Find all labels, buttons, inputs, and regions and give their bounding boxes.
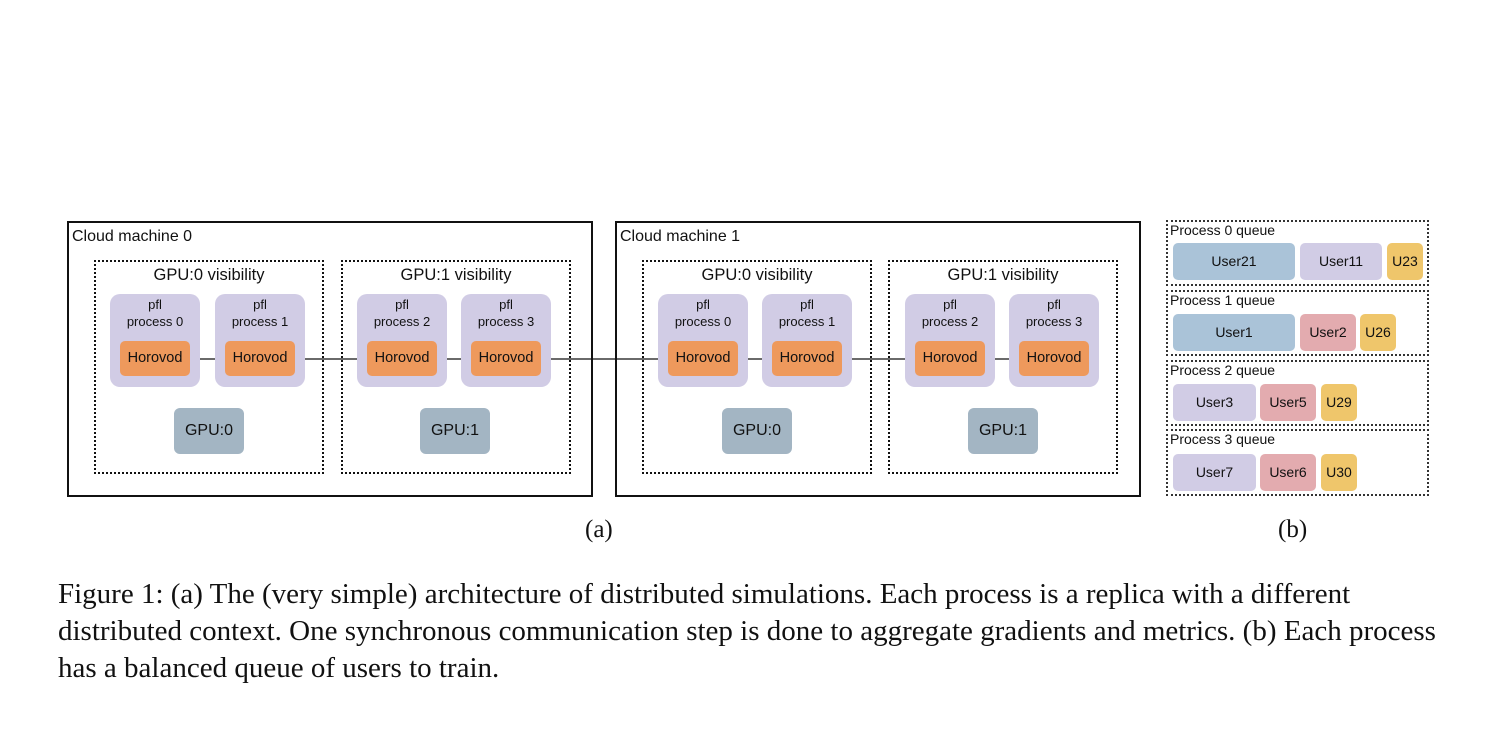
process-label-id: process 2 bbox=[373, 314, 431, 329]
gpu-block: GPU:0 bbox=[174, 408, 244, 454]
horovod-block: Horovod bbox=[1019, 341, 1089, 376]
process-label-id: process 1 bbox=[778, 314, 836, 329]
user-block: U30 bbox=[1321, 454, 1357, 491]
gpu-visibility-box: GPU:0 visibility bbox=[642, 260, 872, 474]
process-label-id: process 2 bbox=[921, 314, 979, 329]
user-block: User5 bbox=[1260, 384, 1316, 421]
process-label-id: process 0 bbox=[674, 314, 732, 329]
user-block: User6 bbox=[1260, 454, 1316, 491]
pfl-process: pfl process 1 Horovod bbox=[215, 294, 305, 387]
gpu-visibility-box: GPU:1 visibility bbox=[888, 260, 1118, 474]
subfigure-label-b: (b) bbox=[1278, 516, 1308, 543]
process-label-id: process 0 bbox=[126, 314, 184, 329]
user-block: User11 bbox=[1300, 243, 1382, 280]
pfl-process: pfl process 3 Horovod bbox=[1009, 294, 1099, 387]
user-block: User3 bbox=[1173, 384, 1256, 421]
process-label-pfl: pfl bbox=[1047, 297, 1061, 312]
process-queue-0: Process 0 queue User21 User11 U23 bbox=[1166, 220, 1429, 286]
horovod-block: Horovod bbox=[471, 341, 541, 376]
horovod-block: Horovod bbox=[668, 341, 738, 376]
pfl-process: pfl process 2 Horovod bbox=[357, 294, 447, 387]
gpu-visibility-title: GPU:1 visibility bbox=[947, 266, 1059, 284]
process-label-pfl: pfl bbox=[253, 297, 267, 312]
queue-title: Process 2 queue bbox=[1170, 362, 1276, 378]
process-label-id: process 3 bbox=[477, 314, 535, 329]
process-label-pfl: pfl bbox=[696, 297, 710, 312]
horovod-block: Horovod bbox=[225, 341, 295, 376]
process-label-pfl: pfl bbox=[148, 297, 162, 312]
horovod-block: Horovod bbox=[772, 341, 842, 376]
process-label-pfl: pfl bbox=[943, 297, 957, 312]
user-block: User21 bbox=[1173, 243, 1295, 280]
machine-title: Cloud machine 1 bbox=[620, 228, 741, 245]
process-label-pfl: pfl bbox=[800, 297, 814, 312]
process-queue-1: Process 1 queue User1 User2 U26 bbox=[1166, 290, 1429, 356]
gpu-block: GPU:1 bbox=[420, 408, 490, 454]
user-block: User1 bbox=[1173, 314, 1295, 351]
gpu-block: GPU:1 bbox=[968, 408, 1038, 454]
machine-title: Cloud machine 0 bbox=[72, 228, 193, 245]
queue-title: Process 1 queue bbox=[1170, 292, 1276, 308]
user-block: U29 bbox=[1321, 384, 1357, 421]
process-label-pfl: pfl bbox=[499, 297, 513, 312]
pfl-process: pfl process 0 Horovod bbox=[658, 294, 748, 387]
process-label-id: process 1 bbox=[231, 314, 289, 329]
cloud-machine-1: Cloud machine 1 bbox=[615, 221, 1141, 497]
gpu-visibility-title: GPU:1 visibility bbox=[400, 266, 512, 284]
pfl-process: pfl process 1 Horovod bbox=[762, 294, 852, 387]
horovod-block: Horovod bbox=[120, 341, 190, 376]
gpu-visibility-title: GPU:0 visibility bbox=[153, 266, 265, 284]
horovod-block: Horovod bbox=[367, 341, 437, 376]
gpu-visibility-box: GPU:1 visibility bbox=[341, 260, 571, 474]
horovod-block: Horovod bbox=[915, 341, 985, 376]
subfigure-label-a: (a) bbox=[585, 516, 613, 543]
queue-title: Process 3 queue bbox=[1170, 431, 1276, 447]
gpu-block: GPU:0 bbox=[722, 408, 792, 454]
cloud-machine-0: Cloud machine 0 bbox=[67, 221, 593, 497]
pfl-process: pfl process 0 Horovod bbox=[110, 294, 200, 387]
pfl-process: pfl process 3 Horovod bbox=[461, 294, 551, 387]
process-label-pfl: pfl bbox=[395, 297, 409, 312]
user-block: U23 bbox=[1387, 243, 1423, 280]
user-block: User7 bbox=[1173, 454, 1256, 491]
queue-title: Process 0 queue bbox=[1170, 222, 1276, 238]
user-block: User2 bbox=[1300, 314, 1356, 351]
gpu-visibility-box: GPU:0 visibility bbox=[94, 260, 324, 474]
process-queue-3: Process 3 queue User7 User6 U30 bbox=[1166, 429, 1429, 496]
figure-caption: Figure 1: (a) The (very simple) architec… bbox=[58, 578, 1436, 684]
pfl-process: pfl process 2 Horovod bbox=[905, 294, 995, 387]
process-queue-2: Process 2 queue User3 User5 U29 bbox=[1166, 360, 1429, 426]
process-label-id: process 3 bbox=[1025, 314, 1083, 329]
gpu-visibility-title: GPU:0 visibility bbox=[701, 266, 813, 284]
user-block: U26 bbox=[1360, 314, 1396, 351]
